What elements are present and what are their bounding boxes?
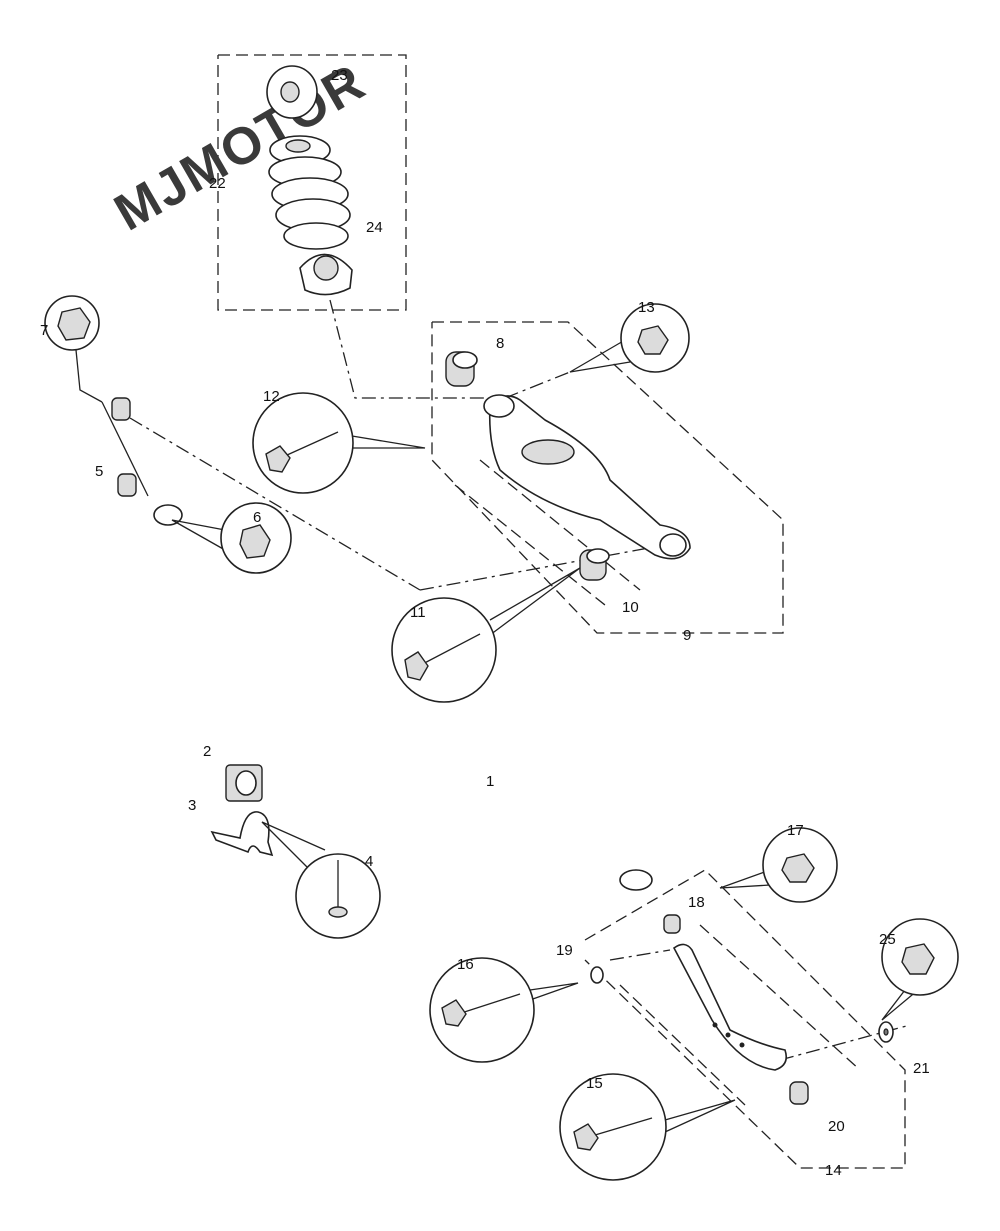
spring-lower-seat [299,253,353,296]
bolt-16-detail [429,957,579,1063]
callout-17: 17 [787,822,804,839]
callout-labels: 1 2 3 4 5 6 7 8 9 10 11 12 13 14 15 16 1… [40,67,930,1179]
bushing-18 [663,914,681,934]
trailing-link [672,943,788,1071]
callout-12: 12 [263,388,280,405]
bolt-12-detail [252,392,426,494]
stabilizer-clamp [210,811,274,857]
bolt-11-detail [391,567,581,703]
callout-13: 13 [638,299,655,316]
callout-19: 19 [556,942,573,959]
callout-20: 20 [828,1118,845,1135]
callout-9: 9 [683,627,691,644]
callout-23: 23 [331,67,348,84]
assembly-lines [129,299,911,1106]
callout-25: 25 [879,931,896,948]
callout-10: 10 [622,599,639,616]
callout-3: 3 [188,797,196,814]
callout-7: 7 [40,322,48,339]
bolt-4-detail [261,821,381,939]
callout-15: 15 [586,1075,603,1092]
washer-21 [878,1021,894,1043]
spring-group-box [217,54,407,311]
bushing-8 [445,351,478,387]
callout-1: 1 [486,773,494,790]
callout-21: 21 [913,1060,930,1077]
nut-7-detail [44,295,103,403]
bushing-10 [579,548,610,581]
coil-spring [268,135,351,250]
lower-control-arm [483,394,691,560]
nut-6-detail [171,502,292,574]
nut-13-detail [569,303,690,373]
callout-18: 18 [688,894,705,911]
bolt-15-detail [559,1073,736,1181]
ring-19 [590,966,604,984]
bushing-20 [789,1081,809,1105]
callout-4: 4 [365,853,373,870]
control-arm-group-box [431,321,784,634]
stabilizer-bar [130,504,653,891]
callout-5: 5 [95,463,103,480]
callout-11: 11 [410,604,426,621]
stabilizer-link [101,397,149,497]
trailing-link-group-box [584,869,906,1169]
callout-22: 22 [209,175,226,192]
nut-25-detail [881,918,959,1021]
callout-14: 14 [825,1162,842,1179]
callout-2: 2 [203,743,211,760]
stabilizer-bushing [225,764,263,802]
nut-17-detail [719,827,838,903]
callout-24: 24 [366,219,383,236]
callout-6: 6 [253,509,261,526]
callout-16: 16 [457,956,474,973]
callout-8: 8 [496,335,504,352]
spring-upper-insulator [266,65,318,119]
